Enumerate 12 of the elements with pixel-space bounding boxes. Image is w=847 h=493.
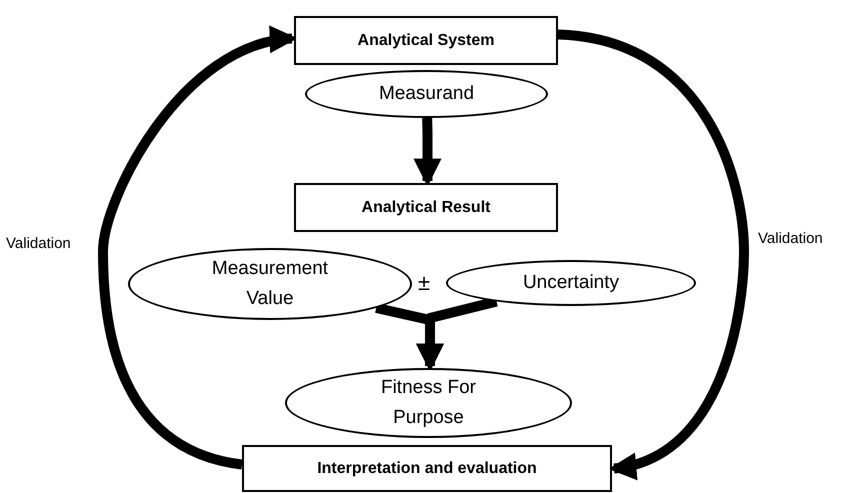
node-text: Fitness For Purpose [380, 376, 478, 430]
plus-minus-sign: ± [418, 269, 430, 297]
node-text: Measurement Value [210, 257, 330, 311]
process-box [294, 183, 558, 232]
node-text: Analytical System [356, 30, 496, 50]
node-text: Analytical Result [360, 198, 492, 218]
node-text: Interpretation and evaluation [316, 458, 538, 478]
arrow [557, 30, 749, 478]
process-box [294, 16, 558, 65]
node-text: Uncertainty [522, 270, 620, 295]
node-text: Measurand [378, 82, 476, 106]
process-box [242, 445, 612, 492]
